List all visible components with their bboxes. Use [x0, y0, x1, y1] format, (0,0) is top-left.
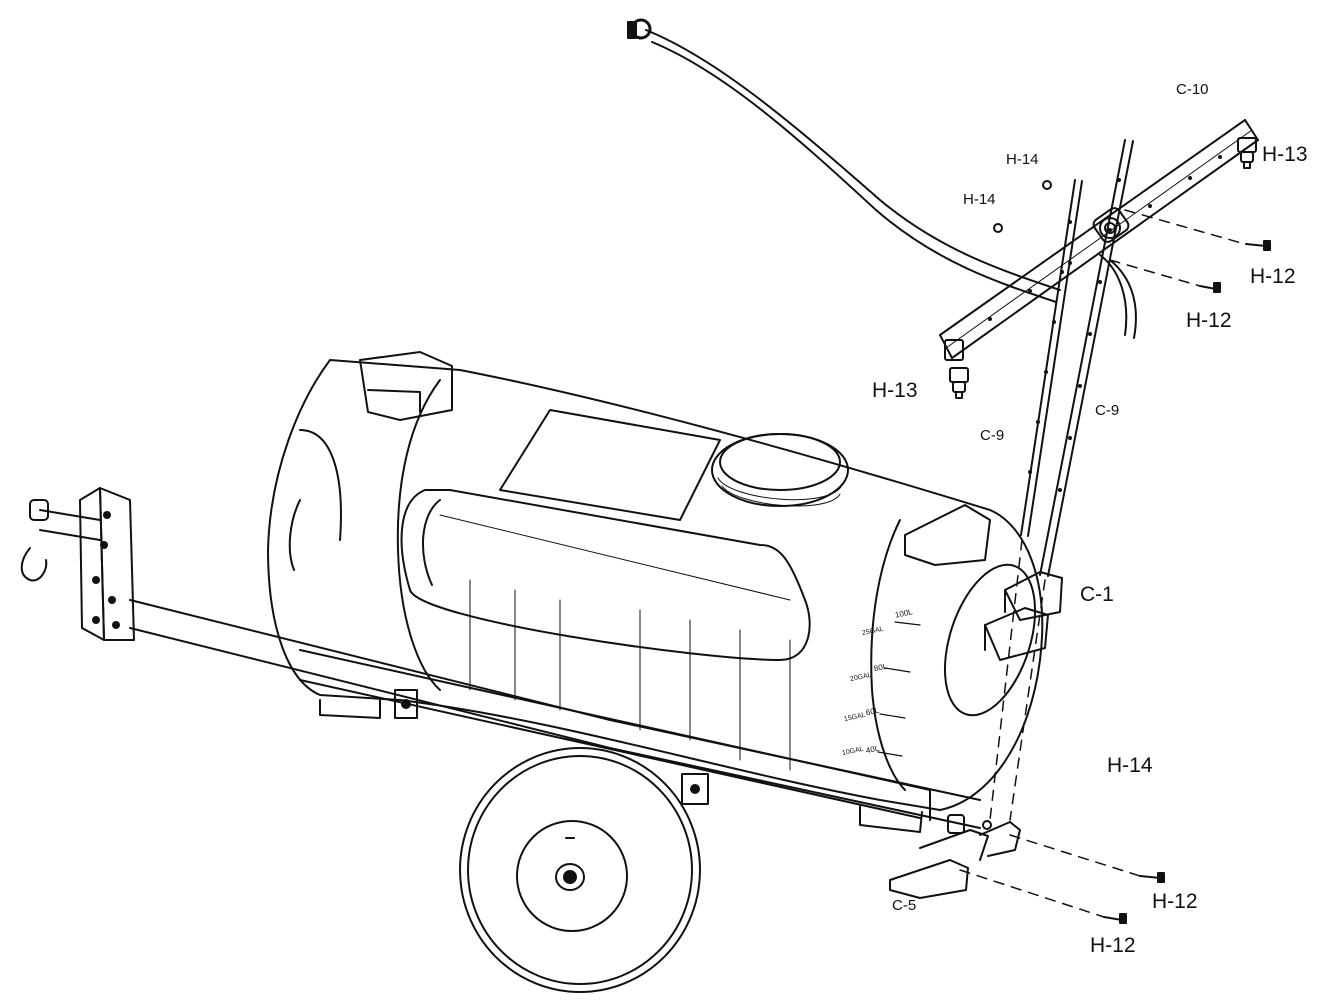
callout-c-1: C-1: [1080, 583, 1114, 606]
callout-h-12-lower: H-12: [1186, 309, 1232, 332]
callout-c-9-right: C-9: [1095, 402, 1120, 419]
callout-h-13-right: H-13: [1262, 143, 1308, 166]
lower-bracket-c5: [889, 814, 1021, 899]
callout-h-12-bottom-right: H-12: [1152, 890, 1198, 913]
boom-assembly-c10: [939, 119, 1259, 359]
spray-hose: [627, 18, 1137, 339]
callout-h-13-left: H-13: [872, 379, 918, 402]
tank-bracket-c1: [984, 571, 1063, 661]
callout-h-12-upper: H-12: [1250, 265, 1296, 288]
spray-tank: [267, 351, 1044, 833]
trailer-wheel: [459, 747, 701, 993]
callout-c-10: C-10: [1176, 81, 1209, 98]
mounting-bar-c9: [1020, 139, 1134, 577]
nozzle-h13-left: [944, 339, 969, 399]
callout-c-5: C-5: [892, 897, 917, 914]
tank-level-scale: [877, 621, 921, 757]
trailer-frame: [20, 487, 981, 829]
callout-h-14-bottom: H-14: [1107, 754, 1153, 777]
nozzle-h13-right: [1237, 137, 1257, 169]
callout-h-12-bottom-left: H-12: [1090, 934, 1136, 957]
callout-h-14-lower: H-14: [963, 191, 996, 208]
hardware-bolts: [982, 180, 1271, 924]
callout-h-14-upper: H-14: [1006, 151, 1039, 168]
callout-c-9-left: C-9: [980, 427, 1005, 444]
